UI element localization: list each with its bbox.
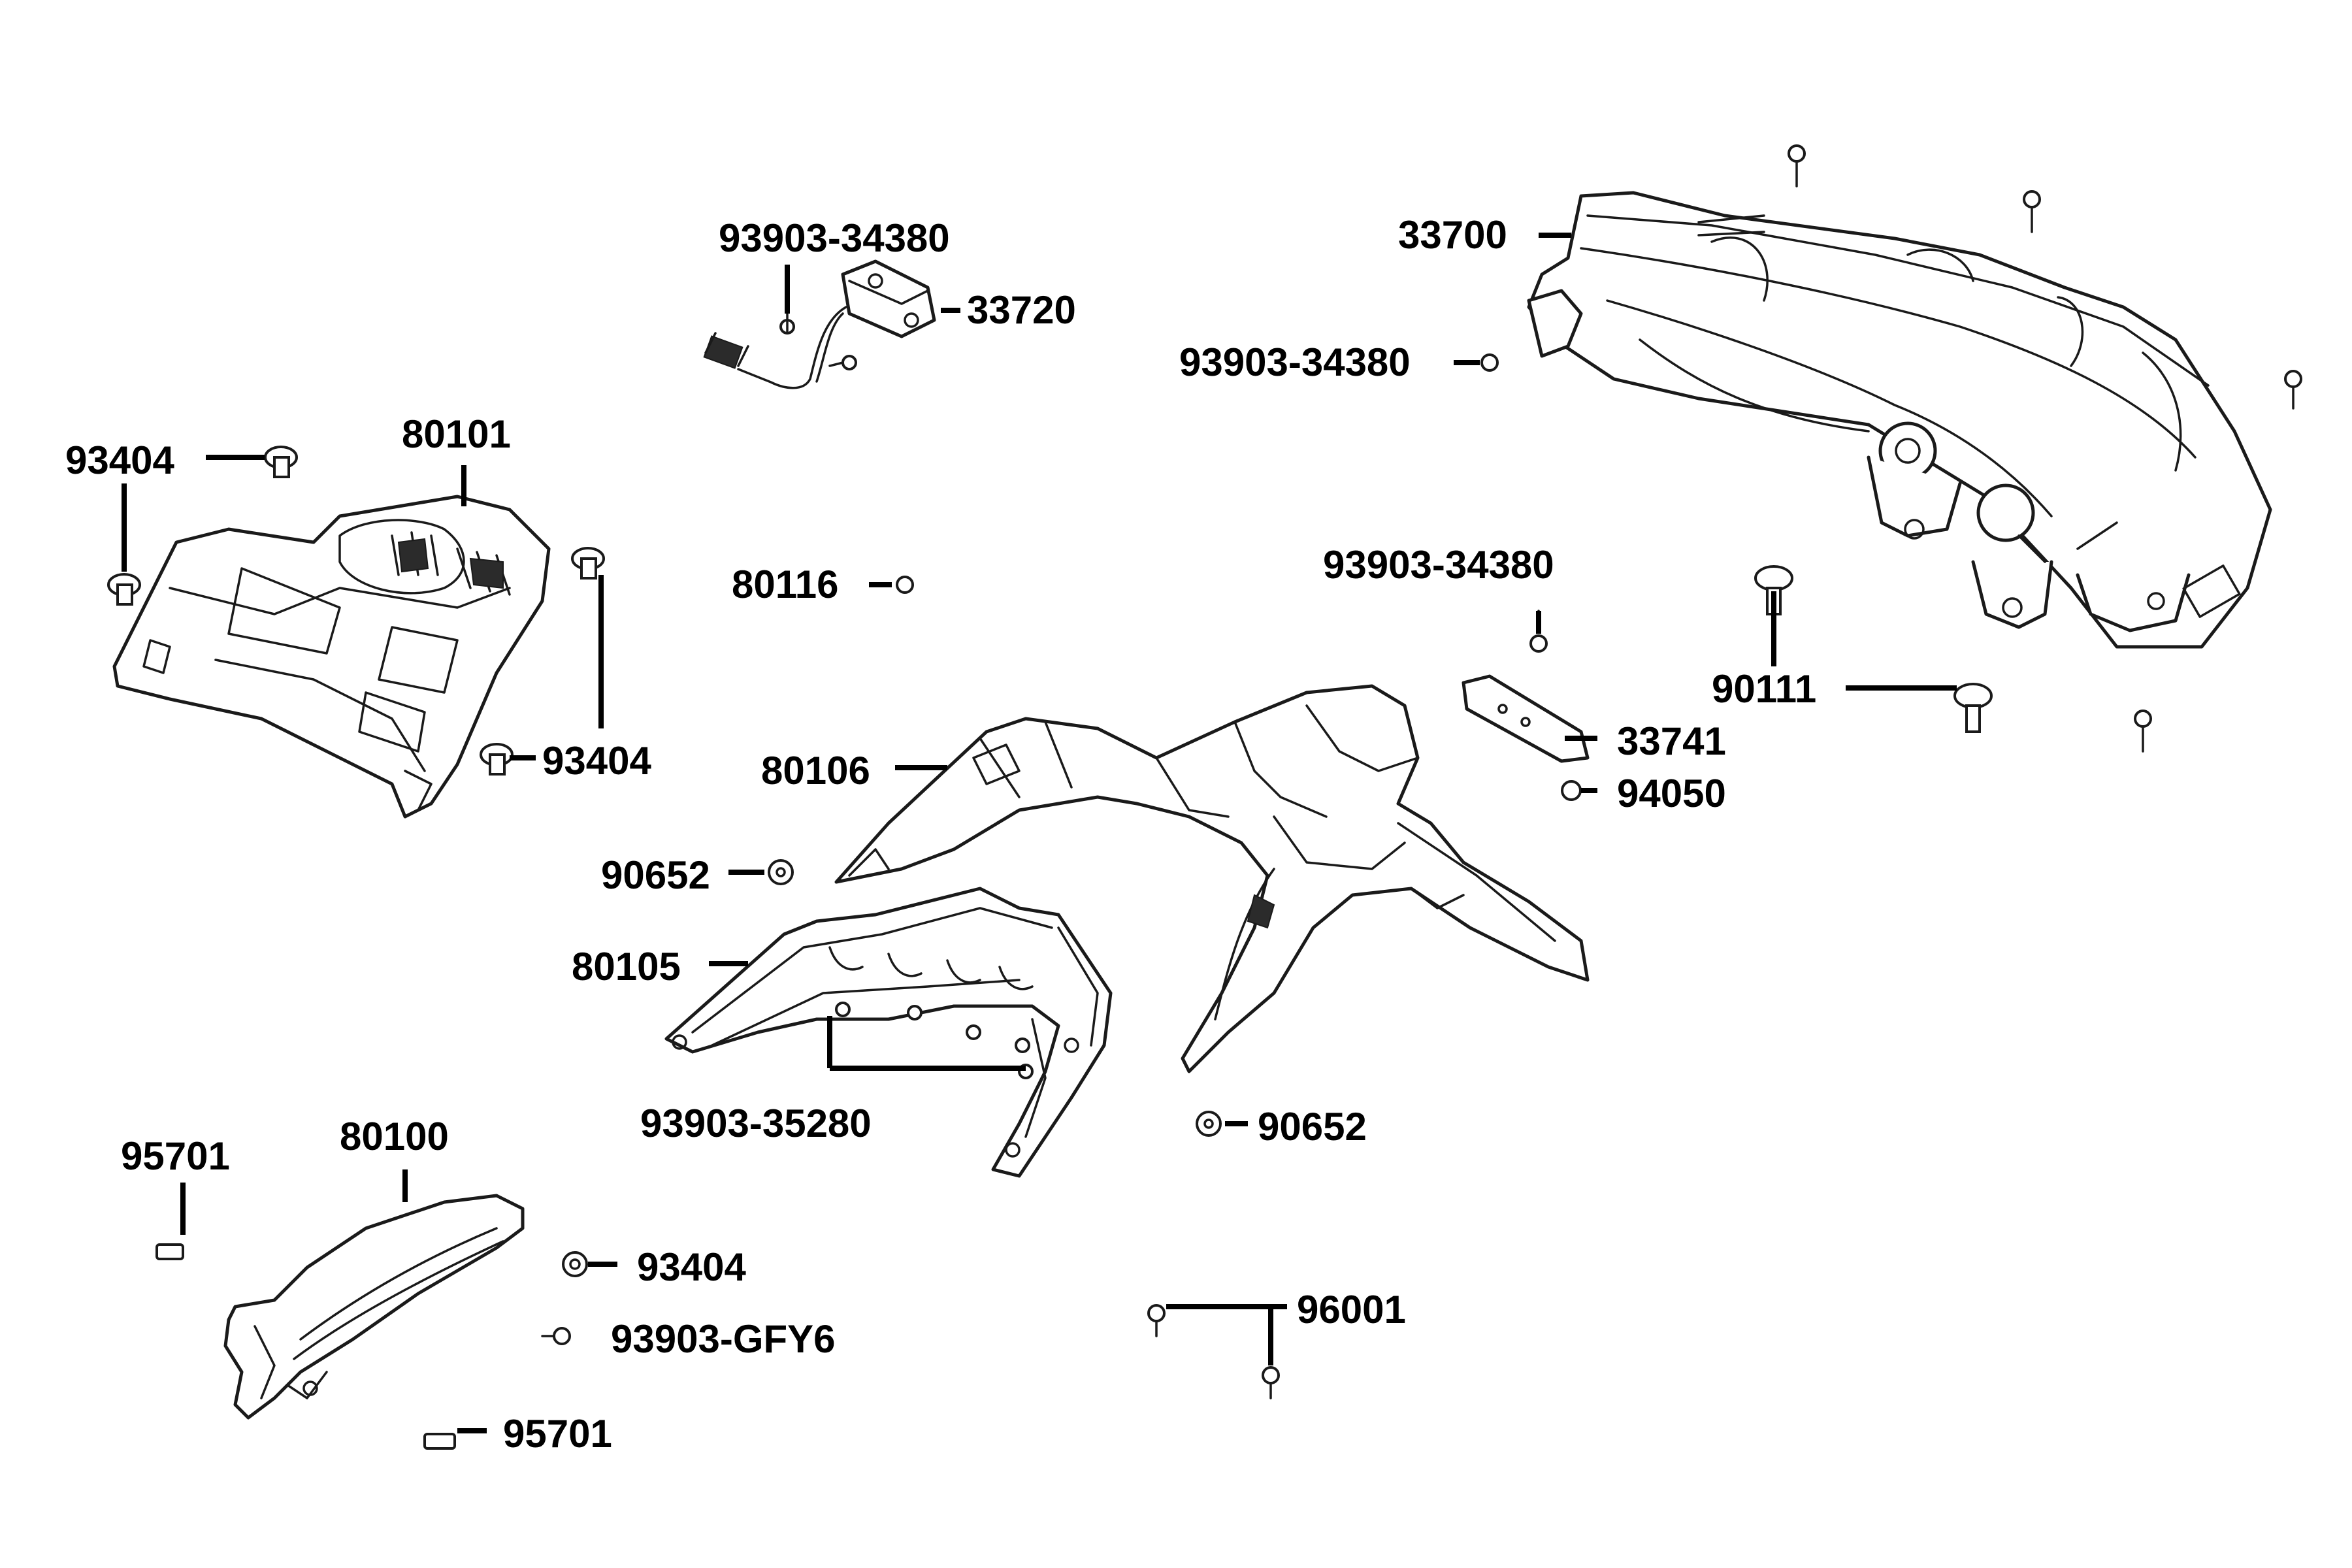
callout-90652-bottom: 90652: [1258, 1105, 1367, 1149]
screw-icon: [2134, 710, 2152, 753]
callout-80106: 80106: [761, 749, 870, 792]
callout-93903-GFY6: 93903-GFY6: [611, 1317, 836, 1361]
clip-icon: [896, 576, 914, 594]
callout-80101: 80101: [402, 412, 511, 456]
leader-lines: [122, 233, 1957, 1433]
screw-icon: [779, 312, 795, 335]
part-80106-grab-rail: [834, 684, 1590, 1073]
screw-icon: [541, 1327, 571, 1345]
screw-icon: [828, 355, 857, 370]
callout-80100: 80100: [340, 1115, 449, 1158]
bolt-icon: [107, 573, 141, 606]
callout-93903-35280: 93903-35280: [640, 1102, 872, 1145]
callout-90111: 90111: [1712, 667, 1816, 711]
callout-33741: 33741: [1617, 719, 1726, 763]
callout-95701-top: 95701: [121, 1134, 230, 1178]
part-80105-lower-tray: [664, 887, 1113, 1178]
part-33720-sensor: [703, 259, 936, 389]
bolt-icon: [423, 1433, 456, 1450]
bolt-icon: [264, 446, 298, 478]
bolt-icon: [562, 1251, 588, 1277]
callout-93903-34380-top: 93903-34380: [719, 216, 950, 260]
callout-80116: 80116: [732, 563, 839, 606]
screw-icon: [1147, 1304, 1166, 1337]
callout-95701-bottom: 95701: [503, 1412, 612, 1456]
callout-labels: 93903-34380 33720 33700 93903-34380 9340…: [65, 213, 1816, 1456]
screw-icon: [1015, 1037, 1030, 1053]
washer-screw-icon: [768, 859, 794, 885]
screw-icon: [1788, 144, 1806, 188]
callout-93404-right: 93404: [542, 739, 651, 783]
callout-33720: 33720: [967, 288, 1076, 332]
washer-screw-icon: [1196, 1111, 1222, 1137]
part-33700-tail-lamp: [1527, 191, 2272, 649]
screw-icon: [1262, 1366, 1280, 1399]
callout-93404-bottom: 93404: [637, 1245, 746, 1289]
callout-94050: 94050: [1617, 772, 1726, 815]
callout-93903-34380-right: 93903-34380: [1179, 340, 1411, 384]
screw-icon: [2023, 190, 2041, 233]
nut-icon: [1561, 780, 1582, 801]
callout-93404-top: 93404: [65, 438, 174, 482]
part-80101-inner-fender: [112, 495, 551, 819]
screw-icon: [907, 1005, 923, 1021]
callout-93903-34380-mid: 93903-34380: [1323, 543, 1554, 587]
screw-icon: [2284, 370, 2302, 410]
fasteners: [107, 144, 2302, 1450]
part-80100-rear-fender: [223, 1194, 525, 1420]
screw-icon: [966, 1024, 981, 1040]
screw-icon: [835, 1002, 851, 1017]
callout-33700: 33700: [1398, 213, 1507, 257]
callout-96001: 96001: [1297, 1288, 1406, 1331]
callout-90652-left: 90652: [601, 853, 710, 897]
bolt-icon: [155, 1243, 184, 1260]
part-33741-reflector: [1462, 674, 1590, 763]
bolt-icon: [571, 547, 605, 580]
callout-80105: 80105: [572, 945, 681, 988]
bolt-icon: [1953, 683, 1993, 733]
bolt-icon: [480, 743, 514, 776]
